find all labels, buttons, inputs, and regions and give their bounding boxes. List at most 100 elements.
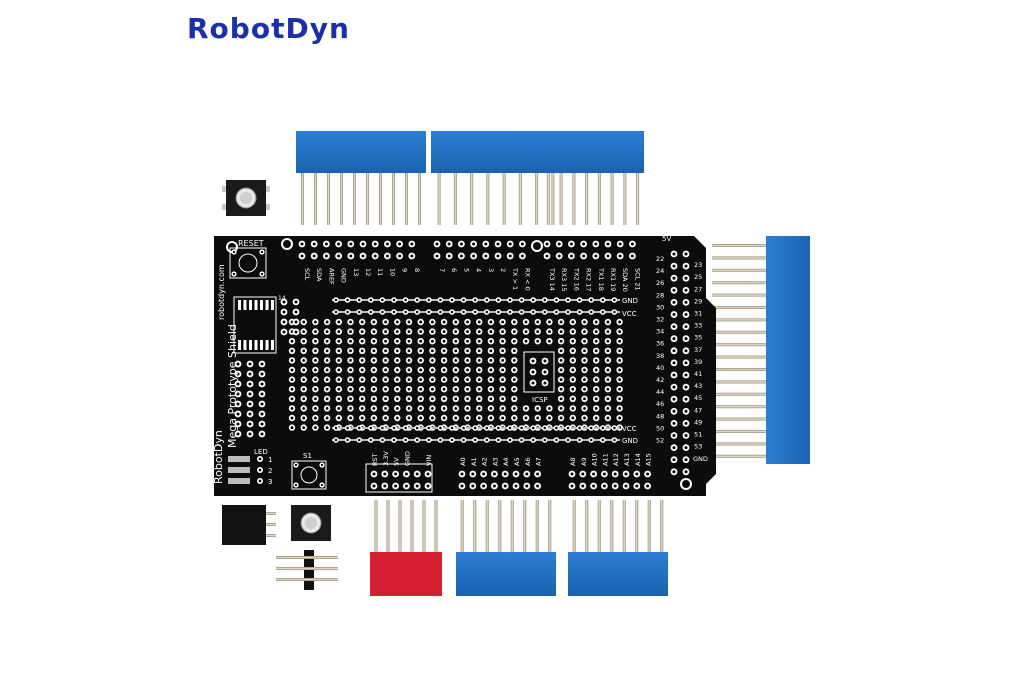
drill-hole	[337, 330, 341, 334]
header-pin	[636, 173, 640, 225]
drill-hole	[578, 426, 581, 430]
drill-hole	[313, 426, 317, 430]
drill-hole	[337, 242, 341, 246]
drill-hole	[531, 298, 535, 302]
drill-hole	[427, 426, 431, 430]
bottom-pin-label: VIN	[425, 455, 433, 466]
jumper-pin	[266, 523, 276, 526]
drill-hole	[582, 254, 586, 258]
drill-hole	[543, 370, 547, 374]
drill-hole	[346, 310, 349, 314]
drill-hole	[462, 310, 465, 314]
drill-hole	[373, 254, 377, 258]
header-pin	[392, 173, 395, 225]
bottom-pin-label: A15	[645, 453, 653, 466]
drill-hole	[300, 254, 304, 258]
drill-hole	[407, 368, 411, 372]
drill-hole	[559, 349, 563, 353]
drill-hole	[512, 339, 516, 343]
drill-hole	[672, 288, 676, 292]
drill-hole	[282, 310, 286, 314]
drill-hole	[357, 426, 361, 430]
led-pad	[228, 456, 250, 462]
drill-hole	[543, 310, 547, 314]
drill-hole	[313, 406, 317, 410]
drill-hole	[594, 378, 598, 382]
drill-hole	[384, 349, 388, 353]
drill-hole	[508, 298, 512, 302]
header-pin	[379, 173, 382, 225]
right-pin-label: 46	[656, 400, 664, 408]
drill-hole	[236, 412, 240, 416]
drill-hole	[337, 339, 341, 343]
drill-hole	[302, 330, 306, 334]
drill-hole	[248, 382, 252, 386]
drill-hole	[450, 310, 454, 314]
drill-hole	[360, 368, 364, 372]
drill-hole	[302, 339, 306, 343]
drill-hole	[248, 432, 252, 436]
drill-hole	[290, 426, 294, 430]
drill-hole	[334, 298, 338, 302]
header-pin	[518, 173, 522, 225]
drill-hole	[684, 312, 688, 317]
ic-pin-label: 14	[278, 295, 286, 302]
header-pin	[422, 500, 426, 552]
drill-hole	[514, 472, 518, 476]
drill-hole	[684, 288, 688, 292]
bottom-pin-label: 5V	[393, 457, 401, 466]
top-pin-label: 10	[388, 268, 396, 276]
header-pin	[623, 173, 627, 225]
s1-label: S1	[303, 452, 312, 460]
header-pin	[712, 454, 766, 458]
drill-hole	[531, 438, 535, 442]
drill-hole	[385, 242, 389, 246]
drill-hole	[536, 330, 540, 334]
header-pin	[712, 244, 766, 247]
drill-hole	[282, 300, 286, 304]
drill-hole	[325, 358, 329, 362]
header-pin	[712, 392, 766, 396]
drill-hole	[512, 387, 516, 391]
drill-hole	[407, 397, 411, 401]
drill-hole	[398, 254, 402, 258]
drill-hole	[501, 368, 505, 372]
drill-hole	[415, 426, 419, 430]
drill-hole	[594, 368, 598, 372]
drill-hole	[684, 409, 688, 413]
header-pin	[546, 173, 550, 225]
drill-hole	[472, 242, 476, 246]
header-pin	[510, 500, 514, 552]
drill-hole	[583, 349, 586, 353]
drill-hole	[392, 298, 396, 302]
header-pin	[559, 173, 563, 225]
drill-hole	[395, 406, 399, 410]
drill-hole	[454, 349, 458, 353]
drill-hole	[454, 339, 458, 343]
drill-hole	[512, 397, 516, 401]
drill-hole	[395, 358, 399, 362]
drill-hole	[618, 330, 622, 334]
gnd-rail-label: GND	[622, 297, 638, 305]
drill-hole	[439, 298, 442, 302]
header-pin	[712, 281, 766, 285]
header-pin	[405, 173, 408, 225]
reset-circle	[238, 253, 258, 273]
bottom-pin-label: A14	[634, 453, 642, 466]
drill-hole	[334, 310, 338, 314]
drill-hole	[583, 406, 586, 410]
led-pad	[228, 467, 250, 473]
drill-hole	[583, 416, 586, 420]
top-pin-label: SDA 20	[621, 268, 629, 292]
top-pin-label: RX2 17	[585, 268, 593, 291]
drill-hole	[381, 438, 384, 442]
drill-hole	[520, 254, 524, 258]
drill-hole	[482, 472, 486, 476]
header-pin	[597, 500, 601, 552]
drill-hole	[236, 392, 240, 396]
header-pin	[314, 173, 317, 225]
drill-hole	[489, 416, 493, 420]
drill-hole	[290, 416, 294, 420]
drill-hole	[430, 320, 434, 324]
drill-hole	[442, 339, 446, 343]
